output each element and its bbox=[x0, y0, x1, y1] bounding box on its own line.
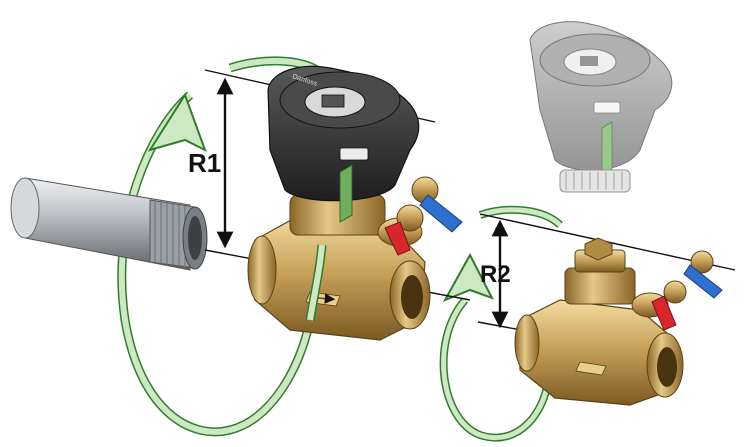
valve-handwheel-ghost-icon bbox=[529, 21, 673, 193]
rotation-arrow-large-front bbox=[305, 244, 327, 321]
r2-label: R2 bbox=[480, 261, 511, 288]
drain-handle-small-icon bbox=[651, 250, 723, 331]
rotation-arrow-large-icon bbox=[117, 56, 323, 437]
pipe-icon bbox=[10, 177, 208, 271]
drain-handle-icon bbox=[384, 176, 463, 256]
valve-handwheel-icon: Danfoss bbox=[267, 65, 420, 223]
valve-body-small bbox=[514, 237, 684, 406]
r1-label: R1 bbox=[188, 148, 221, 178]
rotation-arrow-small-icon bbox=[439, 205, 563, 442]
